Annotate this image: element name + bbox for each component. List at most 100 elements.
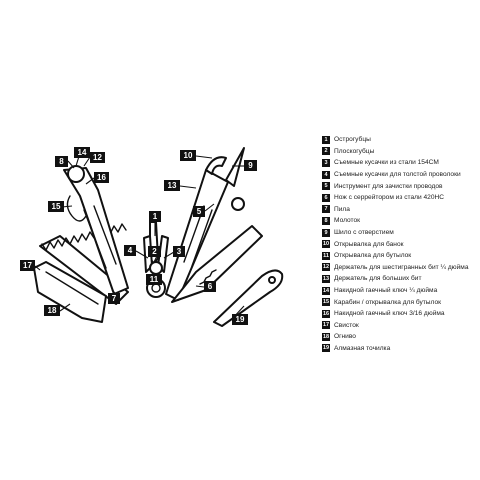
- legend-number: 19: [322, 344, 330, 353]
- legend-number: 1: [322, 135, 330, 144]
- legend-label: Съемные кусачки из стали 154CM: [334, 159, 439, 167]
- svg-text:18: 18: [48, 306, 57, 315]
- legend-item: 1 Острогубцы: [322, 134, 478, 146]
- legend-number: 13: [322, 274, 330, 283]
- legend-label: Держатель для больших бит: [334, 275, 422, 283]
- legend-label: Инструмент для зачистки проводов: [334, 182, 443, 190]
- legend-number: 15: [322, 298, 330, 307]
- svg-text:15: 15: [52, 202, 61, 211]
- legend-label: Накидной гаечный ключ 3/16 дюйма: [334, 310, 445, 318]
- callout-14: 14: [74, 147, 90, 158]
- svg-text:11: 11: [150, 275, 159, 284]
- callout-16: 16: [94, 172, 109, 183]
- callout-19: 19: [232, 314, 248, 325]
- callout-2: 2: [148, 246, 161, 257]
- svg-text:4: 4: [128, 246, 133, 255]
- legend-label: Карабин / открывалка для бутылок: [334, 298, 442, 306]
- legend-label: Молоток: [334, 217, 361, 225]
- legend-number: 8: [322, 216, 330, 225]
- legend-number: 16: [322, 309, 330, 318]
- legend-number: 2: [322, 147, 330, 156]
- callout-4: 4: [124, 245, 136, 256]
- svg-text:17: 17: [23, 261, 32, 270]
- legend-item: 3 Съемные кусачки из стали 154CM: [322, 157, 478, 169]
- legend-label: Шило с отверстием: [334, 229, 394, 237]
- saw-blade-drawing: [39, 223, 129, 305]
- legend-item: 4 Съемные кусачки для толстой проволоки: [322, 169, 478, 181]
- callout-15: 15: [48, 201, 64, 212]
- svg-text:14: 14: [78, 148, 87, 157]
- legend-item: 19 Алмазная точилка: [322, 343, 478, 355]
- callout-12: 12: [90, 152, 105, 163]
- legend-number: 4: [322, 170, 330, 179]
- legend-label: Открывалка для банок: [334, 240, 404, 248]
- svg-text:9: 9: [248, 161, 253, 170]
- svg-text:3: 3: [177, 247, 182, 256]
- legend-item: 7 Пила: [322, 204, 478, 216]
- legend-number: 6: [322, 193, 330, 202]
- callout-17: 17: [20, 260, 35, 271]
- legend-item: 12 Держатель для шестигранных бит ¼ дюйма: [322, 262, 478, 274]
- legend-number: 12: [322, 263, 330, 272]
- callout-6: 6: [204, 281, 216, 292]
- callout-3: 3: [173, 246, 185, 257]
- callout-7: 7: [108, 293, 120, 304]
- callout-5: 5: [193, 206, 205, 217]
- callout-18: 18: [44, 305, 60, 316]
- svg-text:13: 13: [168, 181, 177, 190]
- callout-13: 13: [164, 180, 180, 191]
- legend-label: Огниво: [334, 333, 356, 341]
- legend-label: Пила: [334, 205, 350, 213]
- legend-label: Свисток: [334, 321, 359, 329]
- legend-number: 11: [322, 251, 330, 260]
- svg-text:10: 10: [184, 151, 193, 160]
- legend-label: Острогубцы: [334, 136, 371, 144]
- callout-9: 9: [244, 160, 257, 171]
- callout-1: 1: [149, 211, 161, 222]
- legend-label: Накидной гаечный ключ ¼ дюйма: [334, 287, 438, 295]
- legend-item: 8 Молоток: [322, 215, 478, 227]
- svg-text:6: 6: [208, 282, 213, 291]
- sharpener-drawing: [213, 269, 284, 327]
- legend-number: 18: [322, 332, 330, 341]
- legend-label: Открывалка для бутылок: [334, 252, 412, 260]
- legend-label: Держатель для шестигранных бит ¼ дюйма: [334, 263, 469, 271]
- legend-label: Нож с серрейтором из стали 420HC: [334, 194, 445, 202]
- legend-number: 17: [322, 321, 330, 330]
- legend-number: 5: [322, 182, 330, 191]
- legend-label: Съемные кусачки для толстой проволоки: [334, 171, 461, 179]
- legend-item: 18 Огниво: [322, 331, 478, 343]
- legend-number: 7: [322, 205, 330, 214]
- left-handle-drawing: [33, 261, 107, 323]
- svg-text:19: 19: [236, 315, 245, 324]
- legend-item: 13 Держатель для больших бит: [322, 273, 478, 285]
- legend-item: 6 Нож с серрейтором из стали 420HC: [322, 192, 478, 204]
- svg-text:7: 7: [112, 294, 117, 303]
- svg-text:8: 8: [59, 157, 64, 166]
- legend-number: 3: [322, 158, 330, 167]
- pliers-drawing: [143, 221, 169, 298]
- svg-text:12: 12: [93, 153, 102, 162]
- svg-text:1: 1: [153, 212, 158, 221]
- legend-item: 9 Шило с отверстием: [322, 227, 478, 239]
- svg-text:5: 5: [197, 207, 202, 216]
- legend-item: 15 Карабин / открывалка для бутылок: [322, 296, 478, 308]
- legend-number: 10: [322, 240, 330, 249]
- legend-item: 16 Накидной гаечный ключ 3/16 дюйма: [322, 308, 478, 320]
- legend-label: Плоскогубцы: [334, 147, 375, 155]
- callout-10: 10: [180, 150, 196, 161]
- legend-number: 9: [322, 228, 330, 237]
- legend-item: 17 Свисток: [322, 320, 478, 332]
- legend-item: 10 Открывалка для банок: [322, 238, 478, 250]
- callout-11: 11: [146, 274, 162, 285]
- legend-label: Алмазная точилка: [334, 344, 391, 352]
- callout-8: 8: [55, 156, 68, 167]
- legend-item: 5 Инструмент для зачистки проводов: [322, 180, 478, 192]
- legend-item: 11 Открывалка для бутылок: [322, 250, 478, 262]
- knife-drawing: [171, 225, 263, 303]
- legend-item: 2 Плоскогубцы: [322, 146, 478, 158]
- svg-text:16: 16: [97, 173, 106, 182]
